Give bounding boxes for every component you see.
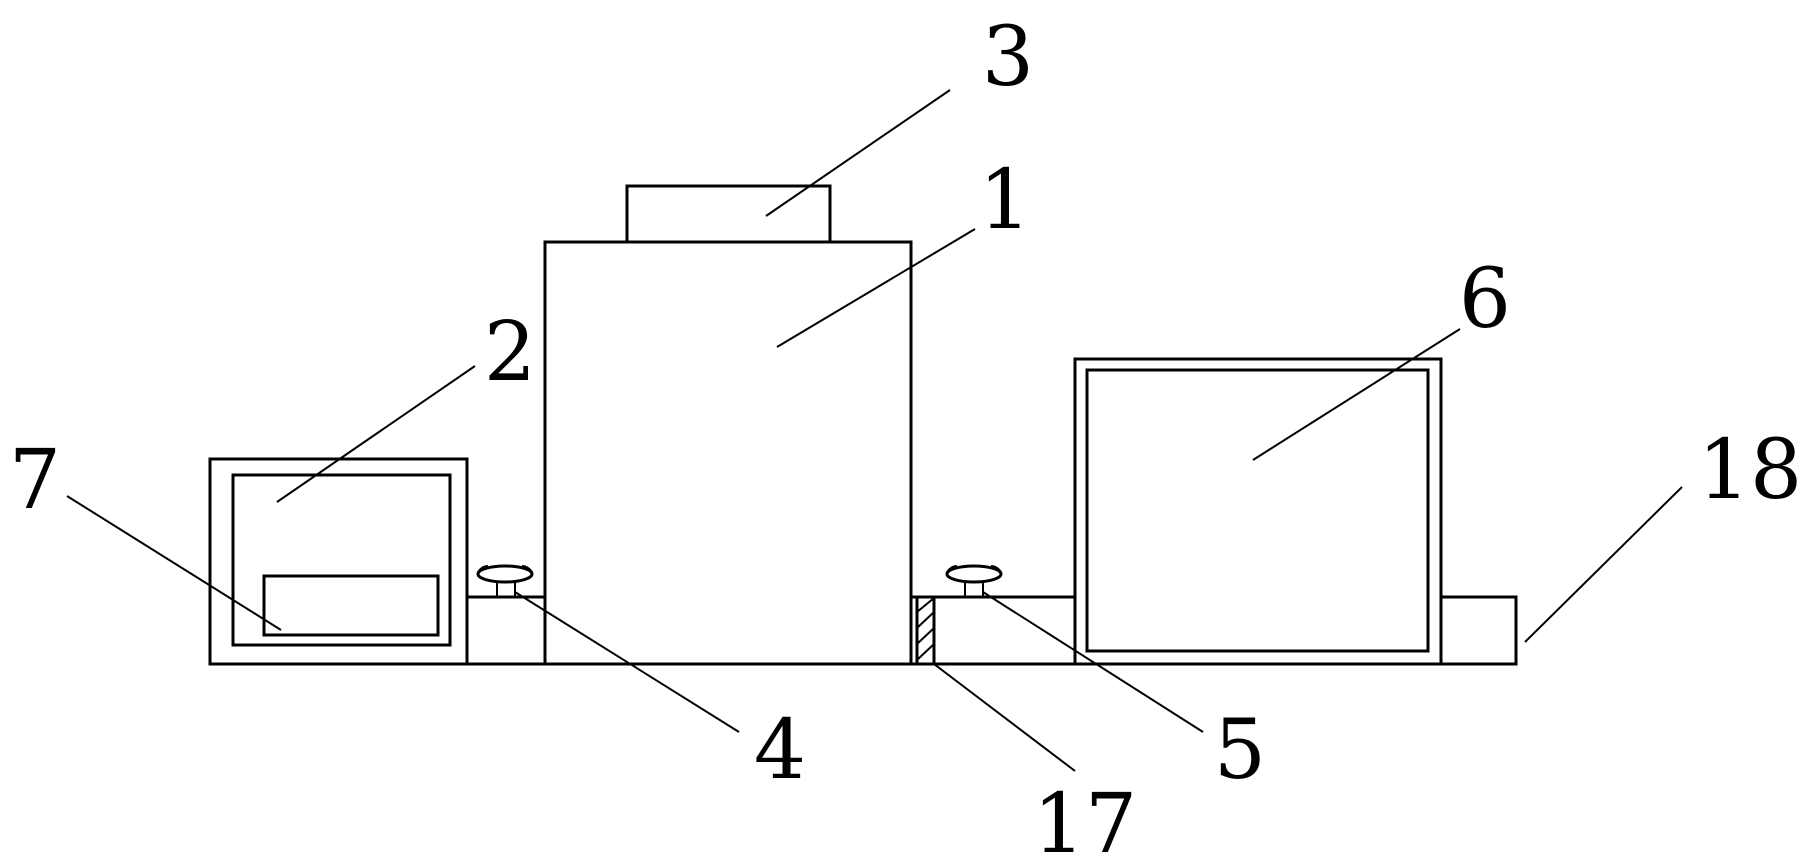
top-cap [625,184,832,244]
label-1: 1 [979,153,1031,248]
right-valve [945,564,1003,598]
leader-2 [276,365,476,503]
right-end-block [1439,595,1518,666]
left-valve [476,564,534,598]
main-housing [543,240,913,666]
leader-7 [66,495,282,631]
label-3: 3 [982,10,1034,105]
leader-6 [1252,328,1461,461]
left-box-drawer [262,574,440,637]
leader-3 [765,89,951,217]
label-7: 7 [9,433,61,528]
label-18: 18 [1698,423,1802,518]
label-5: 5 [1214,703,1266,798]
hatched-connector [915,595,936,666]
label-4: 4 [754,703,806,798]
leader-1 [776,228,976,348]
label-2: 2 [484,305,536,400]
right-box-inner-panel [1085,368,1430,653]
leader-5 [982,591,1204,733]
label-17: 17 [1033,777,1137,864]
leader-18 [1524,486,1683,643]
leader-17 [933,663,1076,772]
label-6: 6 [1459,252,1511,347]
leader-4 [514,591,740,733]
